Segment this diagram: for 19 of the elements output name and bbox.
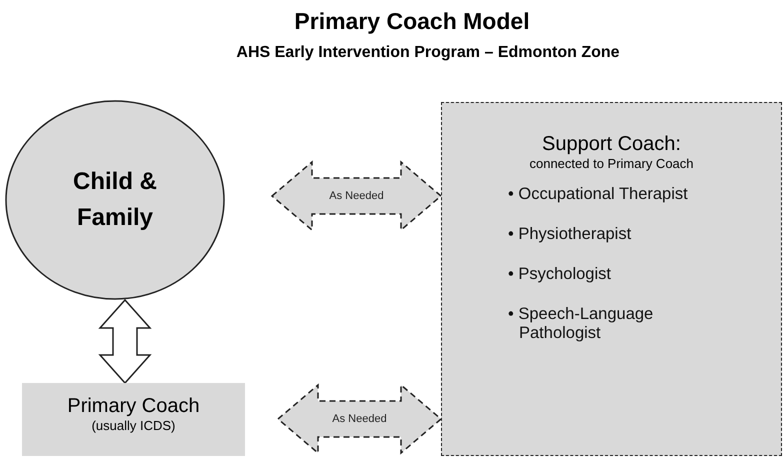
list-item: • Occupational Therapist	[508, 185, 689, 204]
double-block-arrow	[270, 160, 442, 232]
edge-label: As Needed	[332, 413, 387, 425]
process-box	[22, 383, 245, 456]
node-label: Primary Coach	[66, 395, 201, 418]
node-sublabel: (usually ICDS)	[90, 418, 176, 433]
panel-subheading: connected to Primary Coach	[528, 156, 695, 171]
support-coach-panel	[441, 102, 782, 456]
list-item: • Psychologist	[508, 265, 612, 284]
double-block-arrow	[276, 383, 442, 455]
node-label: Child & Family	[72, 167, 158, 233]
subtitle: AHS Early Intervention Program – Edmonton Zone	[235, 44, 621, 62]
oval-node	[5, 100, 225, 300]
list-item: • Physiotherapist	[508, 225, 632, 244]
list-item: • Speech-Language Pathologist	[508, 305, 654, 343]
title: Primary Coach Model	[293, 8, 531, 35]
panel-heading: Support Coach:	[541, 133, 682, 156]
edge-label: As Needed	[329, 190, 384, 202]
double-block-arrow	[98, 298, 152, 384]
